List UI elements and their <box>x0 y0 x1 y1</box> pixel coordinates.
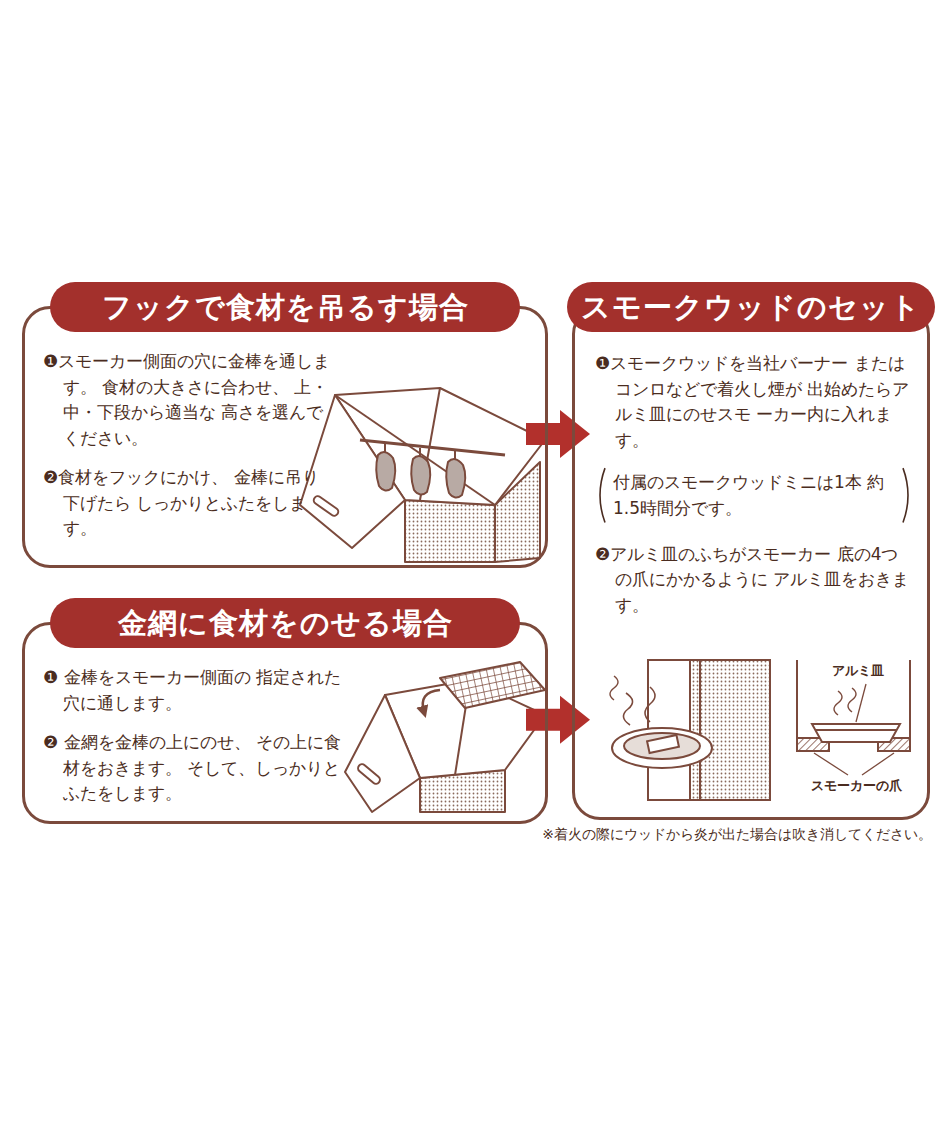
figure-part <box>645 687 655 722</box>
step-text: ❶スモークウッドを当社バーナー またはコンロなどで着火し煙が 出始めたらアルミ皿… <box>595 351 913 453</box>
panel-body: ❶スモーカー側面の穴に金棒を通します。 食材の大きさに合わせ、 上・中・下段から… <box>43 349 331 556</box>
instruction-panel: 金網に食材をのせる場合❶ 金棒をスモーカー側面の 指定された穴に通します。❷ 金… <box>22 622 548 824</box>
figure-part <box>610 676 618 700</box>
figure-part: ❶ 金棒をスモーカー側面の 指定された穴に通します。 <box>43 665 355 716</box>
figure-part <box>345 695 420 812</box>
flow-arrow <box>526 696 590 744</box>
heading-banner: 金網に食材をのせる場合 <box>50 598 520 648</box>
figure-part: ❷食材をフックにかけ、 金棒に吊り下げたら しっかりとふたをします。 <box>43 465 331 542</box>
figure-part <box>345 662 545 812</box>
figure-part <box>816 729 896 731</box>
figure-part <box>848 688 856 712</box>
heading-banner: フックで食材を吊るす場合 <box>50 282 520 332</box>
figure-part <box>300 388 545 562</box>
part-label: スモーカーの爪 <box>809 777 904 795</box>
panel-body: ❶ 金棒をスモーカー側面の 指定された穴に通します。 ❷ 金網を金棒の上にのせ、 … <box>43 665 355 821</box>
figure-part <box>423 690 440 712</box>
figure-part <box>610 660 770 800</box>
figure-part: ❶スモークウッドを当社バーナー またはコンロなどで着火し煙が 出始めたらアルミ皿… <box>595 351 913 453</box>
footnote: ※着火の際にウッドから炎が出た場合は吹き消してください。 <box>540 826 934 844</box>
figure-part <box>812 724 900 742</box>
figure-part: 付属のスモークウッドミニは1本 約1.5時間分です。 <box>595 467 913 524</box>
figure-part <box>690 660 770 800</box>
figure-part <box>903 468 908 522</box>
step-text: ❶スモーカー側面の穴に金棒を通します。 食材の大きさに合わせ、 上・中・下段から… <box>43 349 331 451</box>
heading-banner: スモークウッドのセット <box>567 282 935 332</box>
step-text: ❶ 金棒をスモーカー側面の 指定された穴に通します。 <box>43 665 355 716</box>
figure-part <box>411 448 430 495</box>
figure-part: ❷ 金網を金棒の上にのせ、 その上に食材をおきます。 そして、しっかりとふたをし… <box>43 730 355 807</box>
figure-part: ❷アルミ皿のふちがスモーカー 底の4つの爪にかかるように アルミ皿をおきます。 <box>595 542 913 619</box>
figure-part <box>647 735 679 753</box>
figure-part <box>834 691 842 715</box>
figure-part <box>624 733 700 759</box>
note-text: 付属のスモークウッドミニは1本 約1.5時間分です。 <box>613 469 895 522</box>
figure-part <box>376 444 465 498</box>
note-bracket: 付属のスモークウッドミニは1本 約1.5時間分です。 <box>595 467 913 524</box>
figure-part <box>600 468 605 522</box>
figure-part <box>440 662 545 708</box>
figure-part <box>376 444 395 491</box>
figure-part <box>699 660 701 800</box>
instruction-panel: フックで食材を吊るす場合❶スモーカー側面の穴に金棒を通します。 食材の大きさに合… <box>22 306 548 568</box>
panel-body: ❶スモークウッドを当社バーナー またはコンロなどで着火し煙が 出始めたらアルミ皿… <box>595 351 913 632</box>
figure-part <box>356 763 381 786</box>
instruction-panel: スモークウッドのセット❶スモークウッドを当社バーナー またはコンロなどで着火し煙… <box>572 306 930 820</box>
figure-part <box>595 467 607 524</box>
step-text: ❷アルミ皿のふちがスモーカー 底の4つの爪にかかるように アルミ皿をおきます。 <box>595 542 913 619</box>
figure-part <box>312 495 340 518</box>
figure-part <box>405 500 495 562</box>
figure-part <box>612 728 712 768</box>
flow-arrow <box>526 410 590 458</box>
figure-part <box>814 753 848 775</box>
figure-part <box>797 660 910 775</box>
step-text: ❷食材をフックにかけ、 金棒に吊り下げたら しっかりとふたをします。 <box>43 465 331 542</box>
figure-part <box>446 451 465 498</box>
part-label: アルミ皿 <box>830 662 886 680</box>
step-text: ❷ 金網を金棒の上にのせ、 その上に食材をおきます。 そして、しっかりとふたをし… <box>43 730 355 807</box>
figure-part: ❶スモーカー側面の穴に金棒を通します。 食材の大きさに合わせ、 上・中・下段から… <box>43 349 331 451</box>
figure-part <box>862 753 894 775</box>
figure-part <box>623 693 632 725</box>
figure-part <box>901 467 913 524</box>
figure-part <box>856 684 866 722</box>
